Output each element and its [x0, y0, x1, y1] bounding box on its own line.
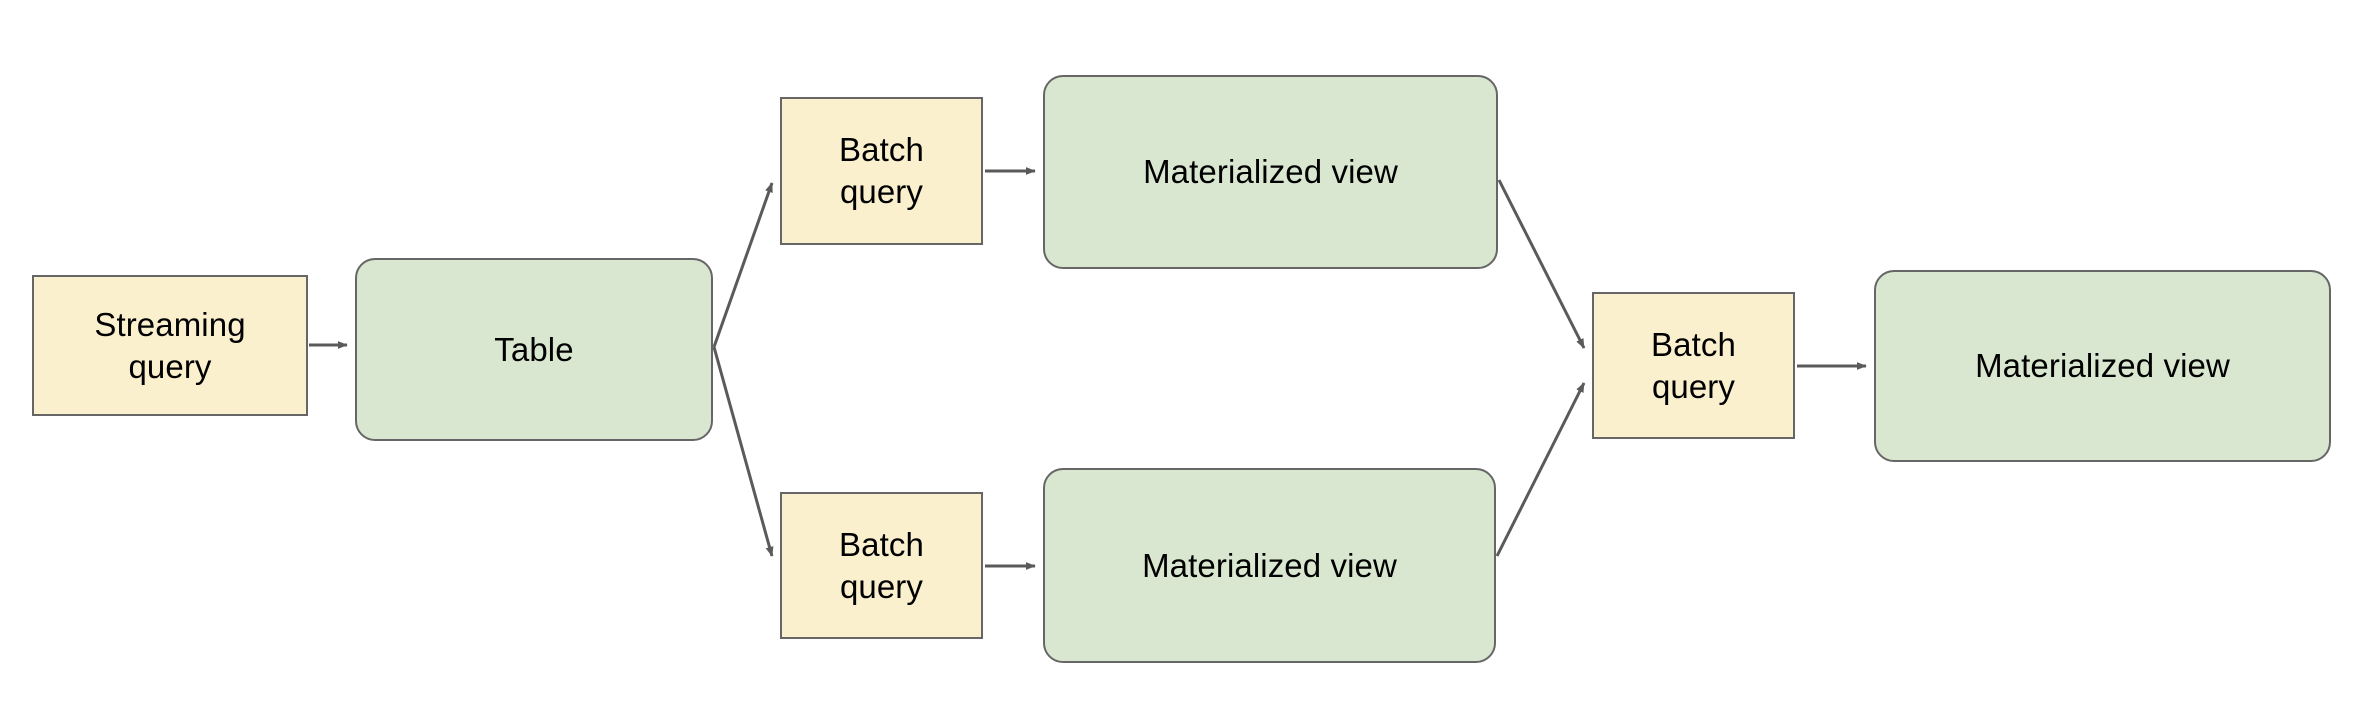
node-batch-query-join-label: Batch query — [1651, 325, 1736, 405]
node-table[interactable]: Table — [355, 258, 713, 441]
node-batch-query-bottom[interactable]: Batch query — [780, 492, 983, 639]
node-materialized-view-bottom[interactable]: Materialized view — [1043, 468, 1496, 663]
node-materialized-view-top-label: Materialized view — [1143, 153, 1398, 191]
node-batch-query-join[interactable]: Batch query — [1592, 292, 1795, 439]
node-materialized-view-final-label: Materialized view — [1975, 347, 2230, 385]
node-streaming-query[interactable]: Streaming query — [32, 275, 308, 416]
edge-mview-bottom-to-batch-join — [1495, 382, 1586, 557]
node-materialized-view-final[interactable]: Materialized view — [1874, 270, 2331, 462]
node-streaming-query-label: Streaming query — [94, 305, 246, 385]
edge-table-to-batch-bottom — [712, 346, 774, 557]
node-batch-query-bottom-label: Batch query — [839, 525, 924, 605]
node-table-label: Table — [494, 330, 574, 368]
edge-table-to-batch-top — [712, 182, 774, 348]
node-batch-query-top-label: Batch query — [839, 131, 924, 210]
edge-mview-top-to-batch-join — [1497, 179, 1586, 349]
node-batch-query-top[interactable]: Batch query — [780, 97, 983, 245]
node-materialized-view-top[interactable]: Materialized view — [1043, 75, 1498, 269]
node-materialized-view-bottom-label: Materialized view — [1142, 546, 1397, 584]
